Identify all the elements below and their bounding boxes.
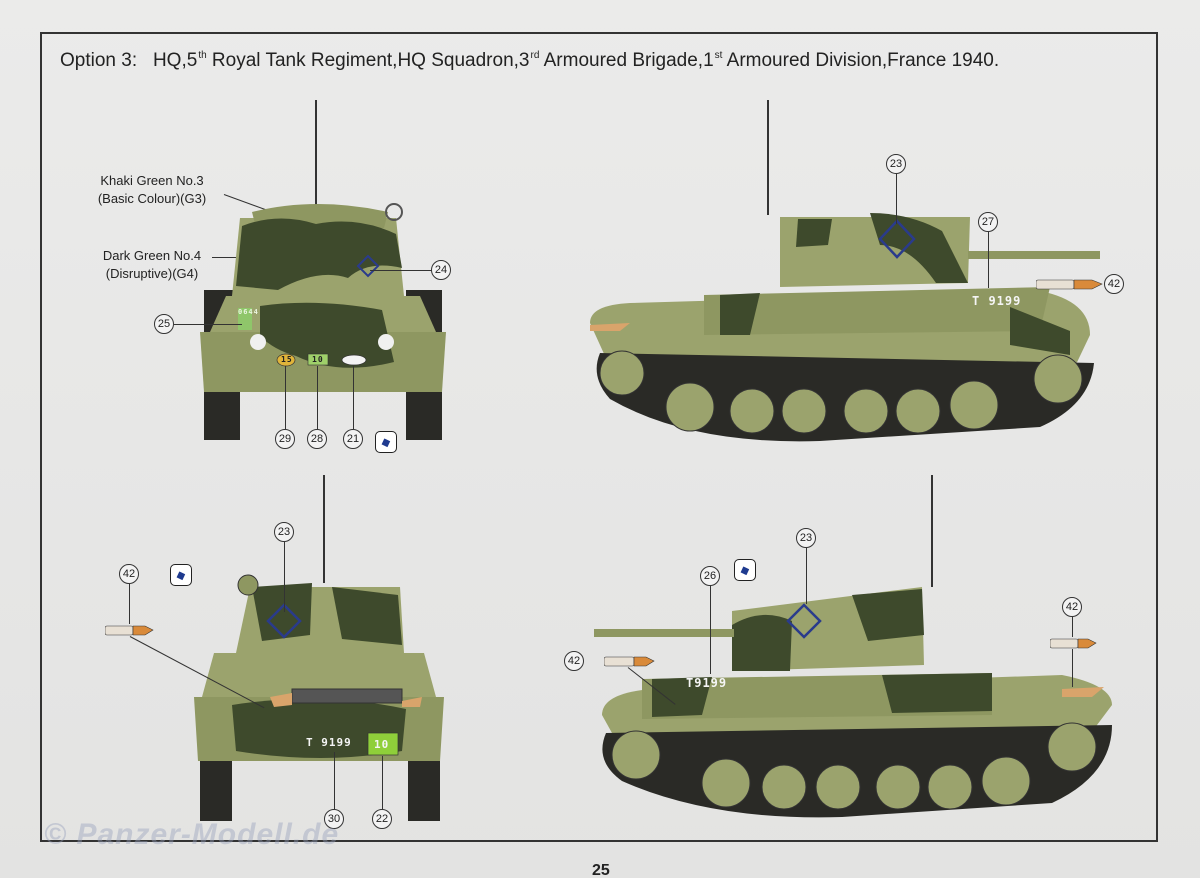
shell-decal-42-left-rear (1050, 637, 1098, 649)
page-frame (40, 32, 1158, 842)
front-bridge-plate: 15 (281, 355, 293, 364)
callout-23-side: 23 (886, 154, 906, 174)
decal-symbol-left: ◆ (734, 559, 756, 581)
callout-42-left-rear: 42 (1062, 597, 1082, 617)
callout-26: 26 (700, 566, 720, 586)
leader-24 (370, 270, 432, 271)
leader-27 (988, 232, 989, 288)
rear-view-tank (192, 475, 447, 825)
left-side-view-tank (592, 475, 1122, 820)
leader-26 (710, 586, 711, 674)
decal-drop-icon: ◆ (738, 561, 752, 579)
callout-24: 24 (431, 260, 451, 280)
front-view-tank (198, 100, 448, 445)
leader-21 (353, 366, 354, 429)
leader-28 (334, 752, 335, 809)
leader-30 (285, 366, 286, 429)
leader-29 (317, 366, 318, 429)
page-number: 25 (592, 862, 610, 878)
front-tactical-plate: 10 (312, 355, 324, 364)
callout-23-left: 23 (796, 528, 816, 548)
legend-dark-green: Dark Green No.4 (Disruptive)(G4) (102, 248, 202, 281)
shell-decal-42-side (1036, 278, 1104, 290)
decal-drop-icon: ◆ (174, 566, 188, 584)
leader-42-left-rear (1072, 617, 1073, 637)
callout-22: 22 (372, 809, 392, 829)
shell-decal-42-left (604, 655, 656, 667)
callout-21: 21 (343, 429, 363, 449)
left-side-vehicle-number: T9199 (686, 676, 728, 690)
side-vehicle-number: T 9199 (972, 294, 1022, 308)
callout-25: 25 (154, 314, 174, 334)
leader-23-rear (284, 542, 285, 612)
leader-25 (174, 324, 242, 325)
decal-symbol-rear: ◆ (170, 564, 192, 586)
rear-vehicle-number: T 9199 (306, 736, 352, 749)
right-side-view-tank (570, 95, 1110, 445)
page-title: Option 3: HQ,5th Royal Tank Regiment,HQ … (60, 50, 1000, 71)
legend-khaki-green: Khaki Green No.3 (Basic Colour)(G3) (97, 173, 207, 206)
decal-symbol-front: ◆ (375, 431, 397, 453)
front-plate-code: 0644 (238, 308, 259, 316)
decal-drop-icon: ◆ (379, 433, 393, 451)
callout-30: 29 (275, 429, 295, 449)
leader-42-left-rear-down (1072, 649, 1073, 687)
shell-decal-42-rear (105, 624, 155, 636)
callout-42-side: 42 (1104, 274, 1124, 294)
watermark: © Panzer-Modell.de (44, 818, 340, 851)
callout-42-left: 42 (564, 651, 584, 671)
rear-tactical-plate: 10 (374, 738, 390, 751)
callout-28: 30 (324, 809, 344, 829)
leader-42-rear (129, 584, 130, 624)
leader-22 (382, 756, 383, 809)
callout-27: 27 (978, 212, 998, 232)
callout-29: 28 (307, 429, 327, 449)
leader-23-left (806, 548, 807, 604)
callout-42-rear: 42 (119, 564, 139, 584)
callout-23-rear: 23 (274, 522, 294, 542)
leader-23-side (896, 174, 897, 224)
